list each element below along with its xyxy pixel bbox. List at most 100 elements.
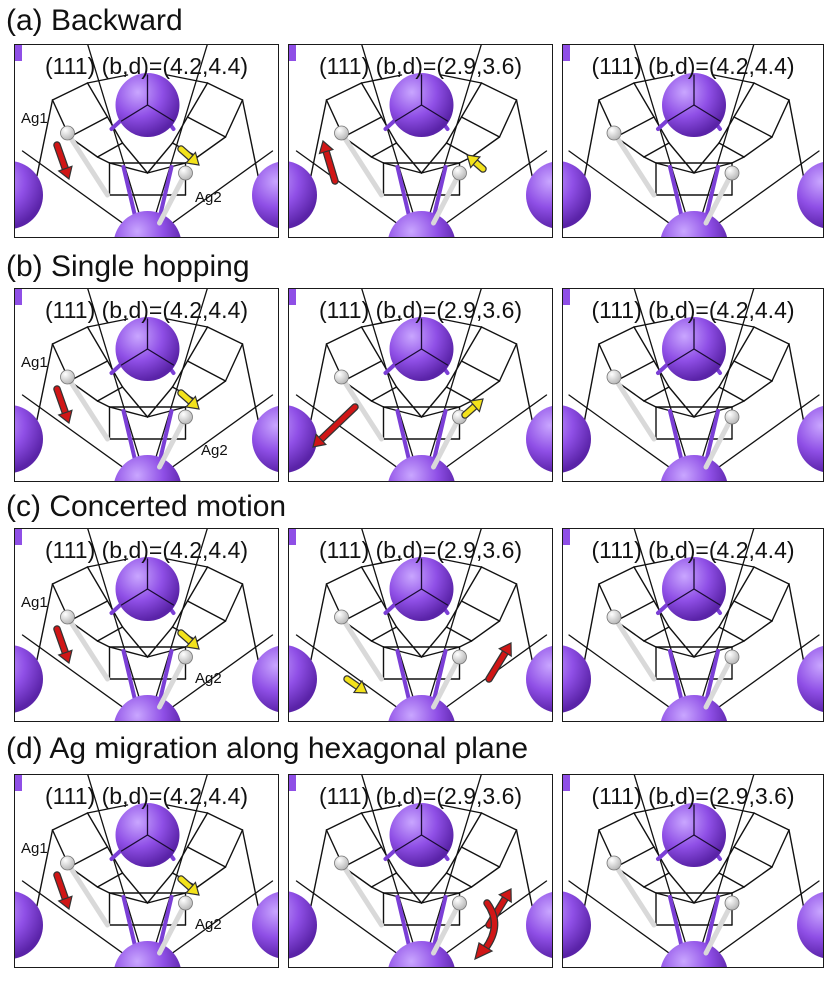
red-curved-arrow	[474, 899, 499, 961]
cage-bond	[753, 566, 790, 585]
large-atom-left	[289, 891, 317, 959]
corner-marker	[563, 45, 570, 61]
large-atom-right	[252, 405, 278, 473]
atom-edge	[667, 104, 695, 122]
cage-bond	[96, 142, 124, 158]
cage-bond	[731, 156, 745, 164]
row-b-title: (b) Single hopping	[6, 250, 250, 283]
cage-bond	[420, 892, 461, 904]
cage-bond	[668, 142, 695, 174]
cage-bond	[731, 400, 745, 408]
cage-bond	[598, 82, 635, 101]
ag-atom	[606, 609, 622, 625]
cage-bond	[733, 326, 755, 362]
cage-bond	[360, 74, 403, 84]
red-arrow	[53, 141, 73, 181]
cage-bond	[668, 626, 695, 658]
cage-bond	[370, 872, 398, 888]
ag-atom	[178, 165, 193, 181]
large-atom-right	[797, 161, 823, 229]
red-arrow	[312, 403, 359, 448]
cage-bond	[733, 812, 755, 848]
cage-bond	[196, 866, 227, 888]
corner-marker	[289, 529, 296, 545]
cage-bond	[633, 326, 655, 362]
atom-edge	[146, 104, 175, 122]
large-atom-right	[797, 891, 823, 959]
cage-bond	[370, 400, 385, 408]
atom-edge	[420, 834, 449, 852]
cage-bond	[653, 360, 670, 388]
cage-bond	[771, 99, 790, 138]
cage-bond	[380, 360, 398, 388]
cage-bond	[370, 626, 398, 642]
ag-atom	[178, 409, 193, 425]
cage-bond	[733, 360, 773, 382]
cage-bond	[718, 846, 735, 874]
panel-c2: (111) (b,d)=(2.9,3.6)	[288, 528, 553, 722]
structure-diagram-a2	[289, 45, 552, 237]
cage-bond	[86, 318, 129, 328]
cage-bond	[445, 626, 473, 642]
cage-bond	[342, 360, 383, 382]
yellow-arrow	[177, 875, 200, 896]
cage-bond	[753, 812, 790, 831]
large-atom-bottom	[114, 455, 181, 481]
atom-edge	[693, 348, 721, 366]
atom-edge	[693, 588, 721, 606]
cage-bond	[420, 406, 461, 418]
atom-edge	[693, 104, 721, 122]
white-bond	[703, 900, 735, 956]
cage-bond	[186, 566, 209, 602]
structure-diagram-c2	[289, 529, 552, 721]
cage-bond	[206, 566, 244, 585]
large-atom-left	[15, 161, 43, 229]
atom-edge	[420, 348, 449, 366]
structure-diagram-d3	[563, 775, 823, 967]
cage-bond	[633, 812, 655, 848]
cage-bond	[460, 812, 483, 848]
white-bond	[339, 374, 384, 442]
cage-bond	[186, 812, 209, 848]
cage-bond	[68, 600, 109, 622]
cage-bond	[171, 846, 189, 874]
white-bond	[339, 860, 384, 928]
cage-bond	[643, 400, 657, 408]
cage-bond	[342, 846, 383, 868]
cage-bond	[633, 558, 675, 568]
cage-bond	[615, 116, 655, 138]
cage-bond	[325, 326, 363, 345]
cage-bond	[51, 82, 89, 101]
corner-marker	[15, 289, 22, 305]
panel-label: (111) (b,d)=(2.9,3.6)	[318, 297, 523, 323]
atom-edge	[420, 588, 449, 606]
cage-bond	[96, 626, 124, 642]
large-atom-left	[289, 645, 317, 713]
white-bond	[157, 170, 188, 226]
cage-bond	[360, 558, 403, 568]
cage-bond	[643, 640, 657, 648]
panel-b3: (111) (b,d)=(4.2,4.4)	[562, 288, 824, 482]
cage-bond	[420, 872, 448, 904]
ag1-label: Ag1	[21, 840, 48, 857]
cage-bond	[713, 318, 755, 328]
cage-bond	[615, 846, 655, 868]
cage-bond	[360, 318, 403, 328]
cage-bond	[643, 156, 657, 164]
atom-edge	[667, 588, 695, 606]
cage-bond	[106, 600, 124, 628]
white-bond	[65, 130, 110, 198]
cage-bond	[224, 99, 244, 138]
white-bond	[703, 654, 735, 710]
cage-bond	[186, 360, 227, 382]
cage-bond	[171, 600, 189, 628]
panel-a3: (111) (b,d)=(4.2,4.4)	[562, 44, 824, 238]
cage-bond	[420, 142, 448, 174]
cage-bond	[146, 386, 174, 418]
cage-bond	[653, 116, 670, 144]
white-bond	[431, 900, 462, 956]
atom-edge	[693, 834, 721, 852]
cage-bond	[498, 583, 518, 622]
cage-bond	[86, 804, 129, 814]
cage-bond	[633, 804, 675, 814]
